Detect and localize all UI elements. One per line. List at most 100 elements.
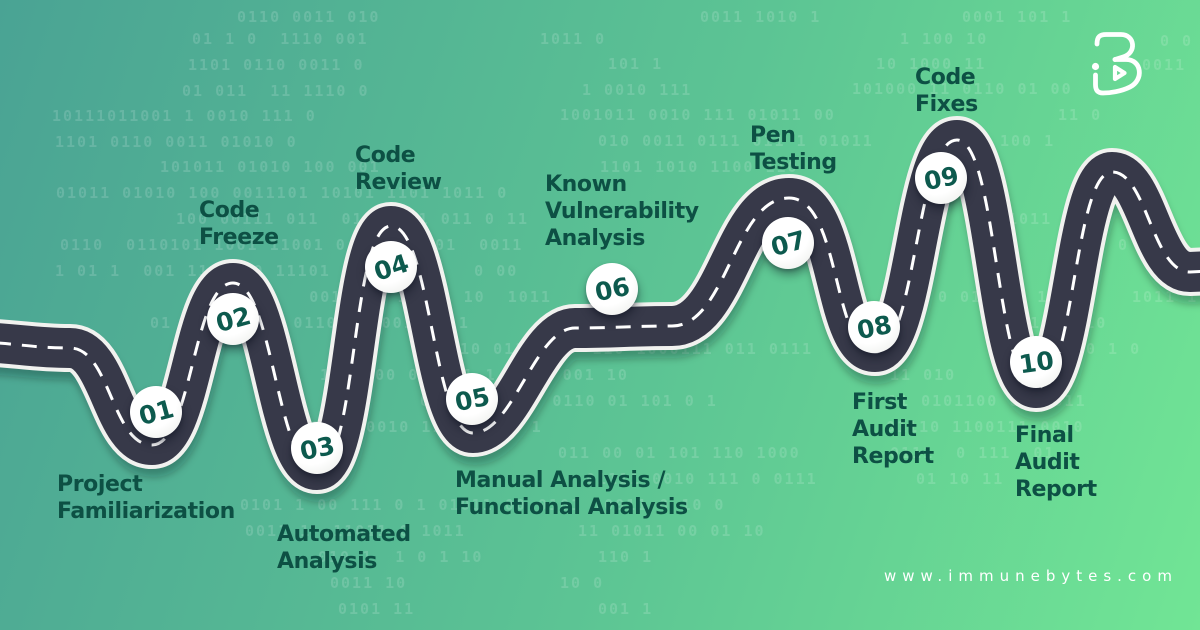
binary-digits: 10 1000 11 xyxy=(876,55,987,73)
milestone-04-number: 04 xyxy=(369,247,413,287)
binary-digits: 11 01011 00 01 10 xyxy=(578,522,766,540)
milestone-07-label: Pen Testing xyxy=(750,122,837,176)
binary-digits: 01 1 0 1110 001 xyxy=(192,30,369,48)
label-line: Final xyxy=(1015,423,1074,448)
binary-digits: 001 1 xyxy=(598,600,654,618)
milestone-02-label: Code Freeze xyxy=(199,197,279,251)
milestone-01-marker: 01 xyxy=(130,386,182,438)
milestone-06-label: Known Vulnerability Analysis xyxy=(545,171,699,252)
label-line: Audit xyxy=(852,417,917,442)
binary-digits: 1101 0110 0011 0 xyxy=(188,56,365,74)
label-line: Review xyxy=(355,170,442,195)
binary-digits: 01 10011 0 10 0 xyxy=(560,496,726,514)
milestone-07-marker: 07 xyxy=(762,217,814,269)
binary-digits: 110 1 xyxy=(598,548,654,566)
milestone-03-marker: 03 xyxy=(291,422,343,474)
logo-b-top-bowl xyxy=(1094,32,1135,62)
binary-digits: 0011 10 xyxy=(330,574,408,592)
binary-digits: 010 0011 0111 011 1 01011 xyxy=(598,132,874,150)
binary-digits: 1101 1010 1100 110 xyxy=(600,158,799,176)
label-line: First xyxy=(852,390,908,415)
label-line: Vulnerability xyxy=(545,199,699,224)
binary-digits: 101000 11 0110 01 00 xyxy=(852,80,1073,98)
milestone-10-number: 10 xyxy=(1016,345,1056,379)
binary-digits: 1001011 0010 111 01011 00 xyxy=(560,106,836,124)
milestone-08-number: 08 xyxy=(853,309,895,345)
milestone-05-marker: 05 xyxy=(446,373,498,425)
binary-digits: 01 10 11 xyxy=(916,470,1005,488)
label-line: Code xyxy=(915,65,976,90)
milestone-10-marker: 10 xyxy=(1010,336,1062,388)
label-line: Functional Analysis xyxy=(455,495,688,520)
binary-digits: 0101 11 xyxy=(338,600,416,618)
milestone-09-label: Code Fixes xyxy=(915,64,978,118)
binary-digits: 01111 0010 111 0 0111 xyxy=(586,470,818,488)
website-url[interactable]: www.immunebytes.com xyxy=(884,567,1178,585)
binary-digits: 0011 1 11011 0 1011 xyxy=(245,522,466,540)
binary-digits: 101011 01010 100 001 xyxy=(160,158,381,176)
milestone-01-number: 01 xyxy=(135,393,177,431)
binary-digits: 11 0 xyxy=(1058,106,1103,124)
label-line: Automated xyxy=(277,522,411,547)
label-line: Project xyxy=(57,472,143,497)
logo-b-bottom-bowl xyxy=(1093,57,1142,96)
binary-digits: 0001 101 1 xyxy=(962,8,1073,26)
label-line: Audit xyxy=(1015,450,1080,475)
label-line: Analysis xyxy=(545,226,645,251)
milestone-09-number: 09 xyxy=(920,160,962,196)
road-centerline xyxy=(0,138,1200,472)
label-line: Known xyxy=(545,172,627,197)
binary-digits: 1 100 10 xyxy=(900,30,989,48)
label-line: Freeze xyxy=(199,225,279,250)
label-line: Pen xyxy=(750,123,796,148)
logo-play-triangle xyxy=(1112,64,1127,82)
label-line: Fixes xyxy=(915,92,978,117)
milestone-04-label: Code Review xyxy=(355,142,442,196)
binary-digits: 0 1 0 xyxy=(1086,340,1142,358)
milestone-02-number: 02 xyxy=(212,300,254,338)
binary-digits: 01011 01010 100 0011101 10101 1101 1011 … xyxy=(56,184,509,202)
binary-digits: 101 1 xyxy=(608,55,664,73)
binary-digits: 0111 0 111 01 xyxy=(890,444,1056,462)
milestone-08-label: First Audit Report xyxy=(852,389,934,470)
milestone-01-label: Project Familiarization xyxy=(57,471,235,525)
binary-digits: 010 1 1 0 1 10 xyxy=(318,548,484,566)
logo-i-dot xyxy=(1091,62,1100,71)
milestone-08-marker: 08 xyxy=(848,301,900,353)
binary-digits: 0011 xyxy=(1142,56,1187,74)
binary-digits: 1011 0 xyxy=(540,30,607,48)
binary-digits: 0101 1 00 111 0 1 01011 00 01 xyxy=(240,496,560,514)
milestone-06-number: 06 xyxy=(591,271,633,307)
immunebytes-logo xyxy=(1091,32,1142,96)
binary-digits: 10111011001 1 0010 111 0 xyxy=(52,107,317,125)
milestone-07-number: 07 xyxy=(767,224,809,262)
milestone-06-marker: 06 xyxy=(586,263,638,315)
milestone-05-label: Manual Analysis / Functional Analysis xyxy=(455,467,688,521)
milestone-04-marker: 04 xyxy=(365,241,417,293)
label-line: Testing xyxy=(750,150,837,175)
label-line: Manual Analysis / xyxy=(455,468,666,493)
milestone-02-marker: 02 xyxy=(207,293,259,345)
binary-digits: 0110 0011 010 xyxy=(237,8,381,26)
label-line: Code xyxy=(199,198,260,223)
binary-digits: 10 0 xyxy=(560,574,605,592)
label-line: Report xyxy=(852,444,934,469)
binary-digits: 01110 1100111 0010 xyxy=(886,418,1085,436)
binary-digits: 1101 0110 0011 01010 0 xyxy=(55,133,298,151)
label-line: Code xyxy=(355,143,416,168)
milestone-09-marker: 09 xyxy=(915,152,967,204)
binary-digits: 0011 1010 1 xyxy=(700,8,822,26)
binary-digits: 1 0010 111 xyxy=(582,81,693,99)
label-line: Analysis xyxy=(277,549,377,574)
milestone-10-label: Final Audit Report xyxy=(1015,422,1097,503)
binary-digits: 011 00 01 101 110 1000 xyxy=(558,444,801,462)
milestone-03-label: Automated Analysis xyxy=(277,521,411,575)
label-line: Familiarization xyxy=(57,499,235,524)
binary-digits: 01 011 11 1110 0 xyxy=(182,82,370,100)
milestone-05-number: 05 xyxy=(451,381,493,417)
label-line: Report xyxy=(1015,477,1097,502)
milestone-03-number: 03 xyxy=(296,430,338,466)
binary-digits: 0 0 xyxy=(1160,32,1194,50)
